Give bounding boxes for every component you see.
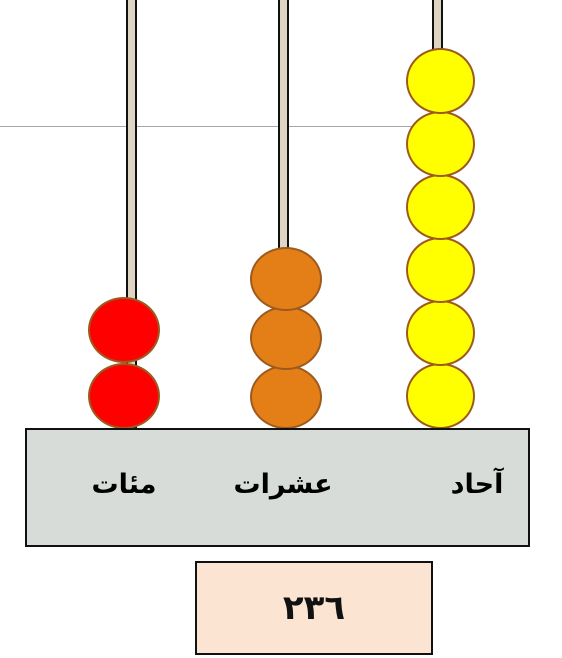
hundreds-bead [88, 363, 160, 429]
abacus-base [25, 428, 530, 547]
number-display-box: ٢٣٦ [195, 561, 433, 655]
ones-bead [405, 237, 475, 303]
ones-bead [405, 48, 475, 114]
ones-bead [405, 363, 475, 429]
tens-bead [250, 247, 322, 311]
horizontal-divider-line [0, 126, 435, 127]
ones-bead [405, 300, 475, 366]
ones-bead [405, 174, 475, 240]
tens-bead [250, 365, 322, 429]
number-display: ٢٣٦ [282, 588, 346, 628]
tens-bead [250, 306, 322, 370]
tens-label: عشرات [233, 469, 333, 500]
hundreds-bead [88, 297, 160, 363]
ones-bead [405, 111, 475, 177]
ones-label: آحاد [450, 469, 504, 500]
hundreds-label: مئات [91, 469, 157, 500]
